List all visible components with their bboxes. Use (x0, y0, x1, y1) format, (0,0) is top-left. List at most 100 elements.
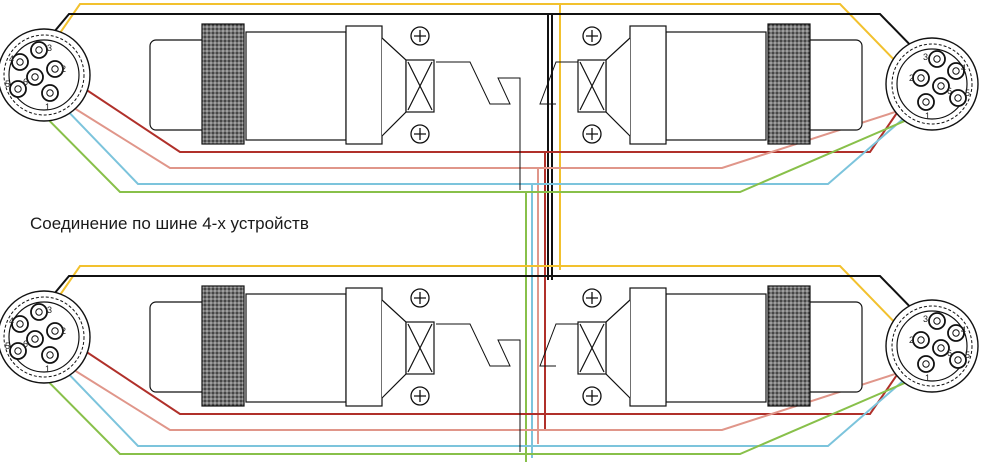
knurled-nut (201, 285, 245, 407)
clamp-cross (407, 61, 433, 111)
pin-label-3: 3 (923, 314, 928, 324)
wire-pink (49, 354, 927, 431)
wire-green (17, 88, 959, 193)
screw-slot (414, 30, 426, 42)
pin-label-1: 1 (925, 111, 930, 121)
pin-label-1: 1 (45, 364, 50, 374)
screw-slot (414, 292, 426, 304)
connector-thread (3, 34, 85, 116)
pin-label-2: 2 (61, 326, 66, 336)
plug-taper (605, 299, 631, 399)
wire-red (54, 330, 922, 415)
clamp-cross (407, 323, 433, 373)
plug-body (245, 31, 347, 141)
pin-4-contact (952, 329, 960, 337)
wire-green (17, 350, 959, 455)
pin-4-contact (16, 58, 24, 66)
pin-label-5: 5 (5, 79, 10, 89)
pin-6-contact (31, 73, 39, 81)
screw-slot (414, 390, 426, 402)
plug-body (665, 293, 767, 403)
pin-label-1: 1 (45, 102, 50, 112)
screw-slot (586, 30, 598, 42)
pin-label-4: 4 (9, 316, 14, 326)
clamp-cross (579, 61, 605, 111)
screw-slot (586, 390, 598, 402)
knurled-nut (767, 285, 811, 407)
plug-body (665, 31, 767, 141)
cable-stub-left (436, 323, 521, 452)
pin-5-contact (954, 356, 962, 364)
connector-face-top-right: 1 2 3 4 5 6 (885, 37, 979, 131)
pin-3-contact (35, 308, 43, 316)
diagram-caption: Соединение по шине 4-х устройств (30, 214, 309, 233)
connector-face-bottom-right: 1 2 3 4 5 6 (885, 299, 979, 393)
pin-1-contact (922, 360, 930, 368)
pin-5-contact (14, 85, 22, 93)
pin-label-1: 1 (925, 373, 930, 383)
plug-body (245, 293, 347, 403)
pin-2-contact (917, 74, 925, 82)
connector-face-bottom-left: 1 2 3 4 5 6 (0, 290, 91, 384)
screw-slot (586, 128, 598, 140)
pin-2-contact (51, 65, 59, 73)
pin-label-5: 5 (965, 88, 970, 98)
cable-stub-left (436, 61, 521, 190)
cable-stub-right (539, 323, 578, 367)
pin-label-6: 6 (947, 86, 952, 96)
pin-label-6: 6 (23, 339, 28, 349)
pin-label-3: 3 (47, 305, 52, 315)
pin-5-contact (14, 347, 22, 355)
screw-slot (414, 128, 426, 140)
connector-faces: 1 2 3 4 5 6 1 2 3 4 5 6 1 2 3 4 5 6 1 2 3 4 5 6 (0, 28, 979, 393)
pin-5-contact (954, 94, 962, 102)
wire-blue (34, 76, 942, 185)
knurled-nut (201, 23, 245, 145)
pin-label-4: 4 (961, 325, 966, 335)
pin-6-contact (31, 335, 39, 343)
pin-4-contact (952, 67, 960, 75)
pin-label-6: 6 (23, 77, 28, 87)
left-cable-body-top (149, 23, 435, 145)
screw-slot (586, 292, 598, 304)
wire-red (54, 68, 922, 153)
pin-1-contact (46, 351, 54, 359)
plug-taper (381, 37, 407, 137)
pin-label-2: 2 (909, 335, 914, 345)
connector-face-top-left: 1 2 3 4 5 6 (0, 28, 91, 122)
plug-collar (629, 25, 667, 145)
pin-label-5: 5 (5, 341, 10, 351)
clamp-cross (579, 323, 605, 373)
pin-label-6: 6 (947, 348, 952, 358)
pin-2-contact (51, 327, 59, 335)
right-cable-body-bottom (577, 285, 863, 407)
pin-4-contact (16, 320, 24, 328)
pin-1-contact (922, 98, 930, 106)
cable-bodies (149, 23, 863, 452)
plug-collar (345, 25, 383, 145)
pin-label-4: 4 (9, 54, 14, 64)
connector-thread (3, 296, 85, 378)
pin-6-contact (937, 82, 945, 90)
pin-label-3: 3 (923, 52, 928, 62)
pin-3-contact (933, 317, 941, 325)
plug-taper (381, 299, 407, 399)
connector-thread (891, 43, 973, 125)
plug-collar (345, 287, 383, 407)
pin-label-4: 4 (961, 63, 966, 73)
wire-blue (34, 338, 942, 447)
pin-3-contact (933, 55, 941, 63)
cable-stub-right (539, 61, 578, 105)
pin-3-contact (35, 46, 43, 54)
pin-6-contact (937, 344, 945, 352)
pin-label-5: 5 (965, 350, 970, 360)
pin-label-2: 2 (909, 73, 914, 83)
right-cable-body-top (577, 23, 863, 145)
knurled-nut (767, 23, 811, 145)
pin-label-2: 2 (61, 64, 66, 74)
pin-label-3: 3 (47, 43, 52, 53)
wires (17, 3, 959, 462)
connector-thread (891, 305, 973, 387)
pin-1-contact (46, 89, 54, 97)
wire-pink (49, 92, 927, 169)
